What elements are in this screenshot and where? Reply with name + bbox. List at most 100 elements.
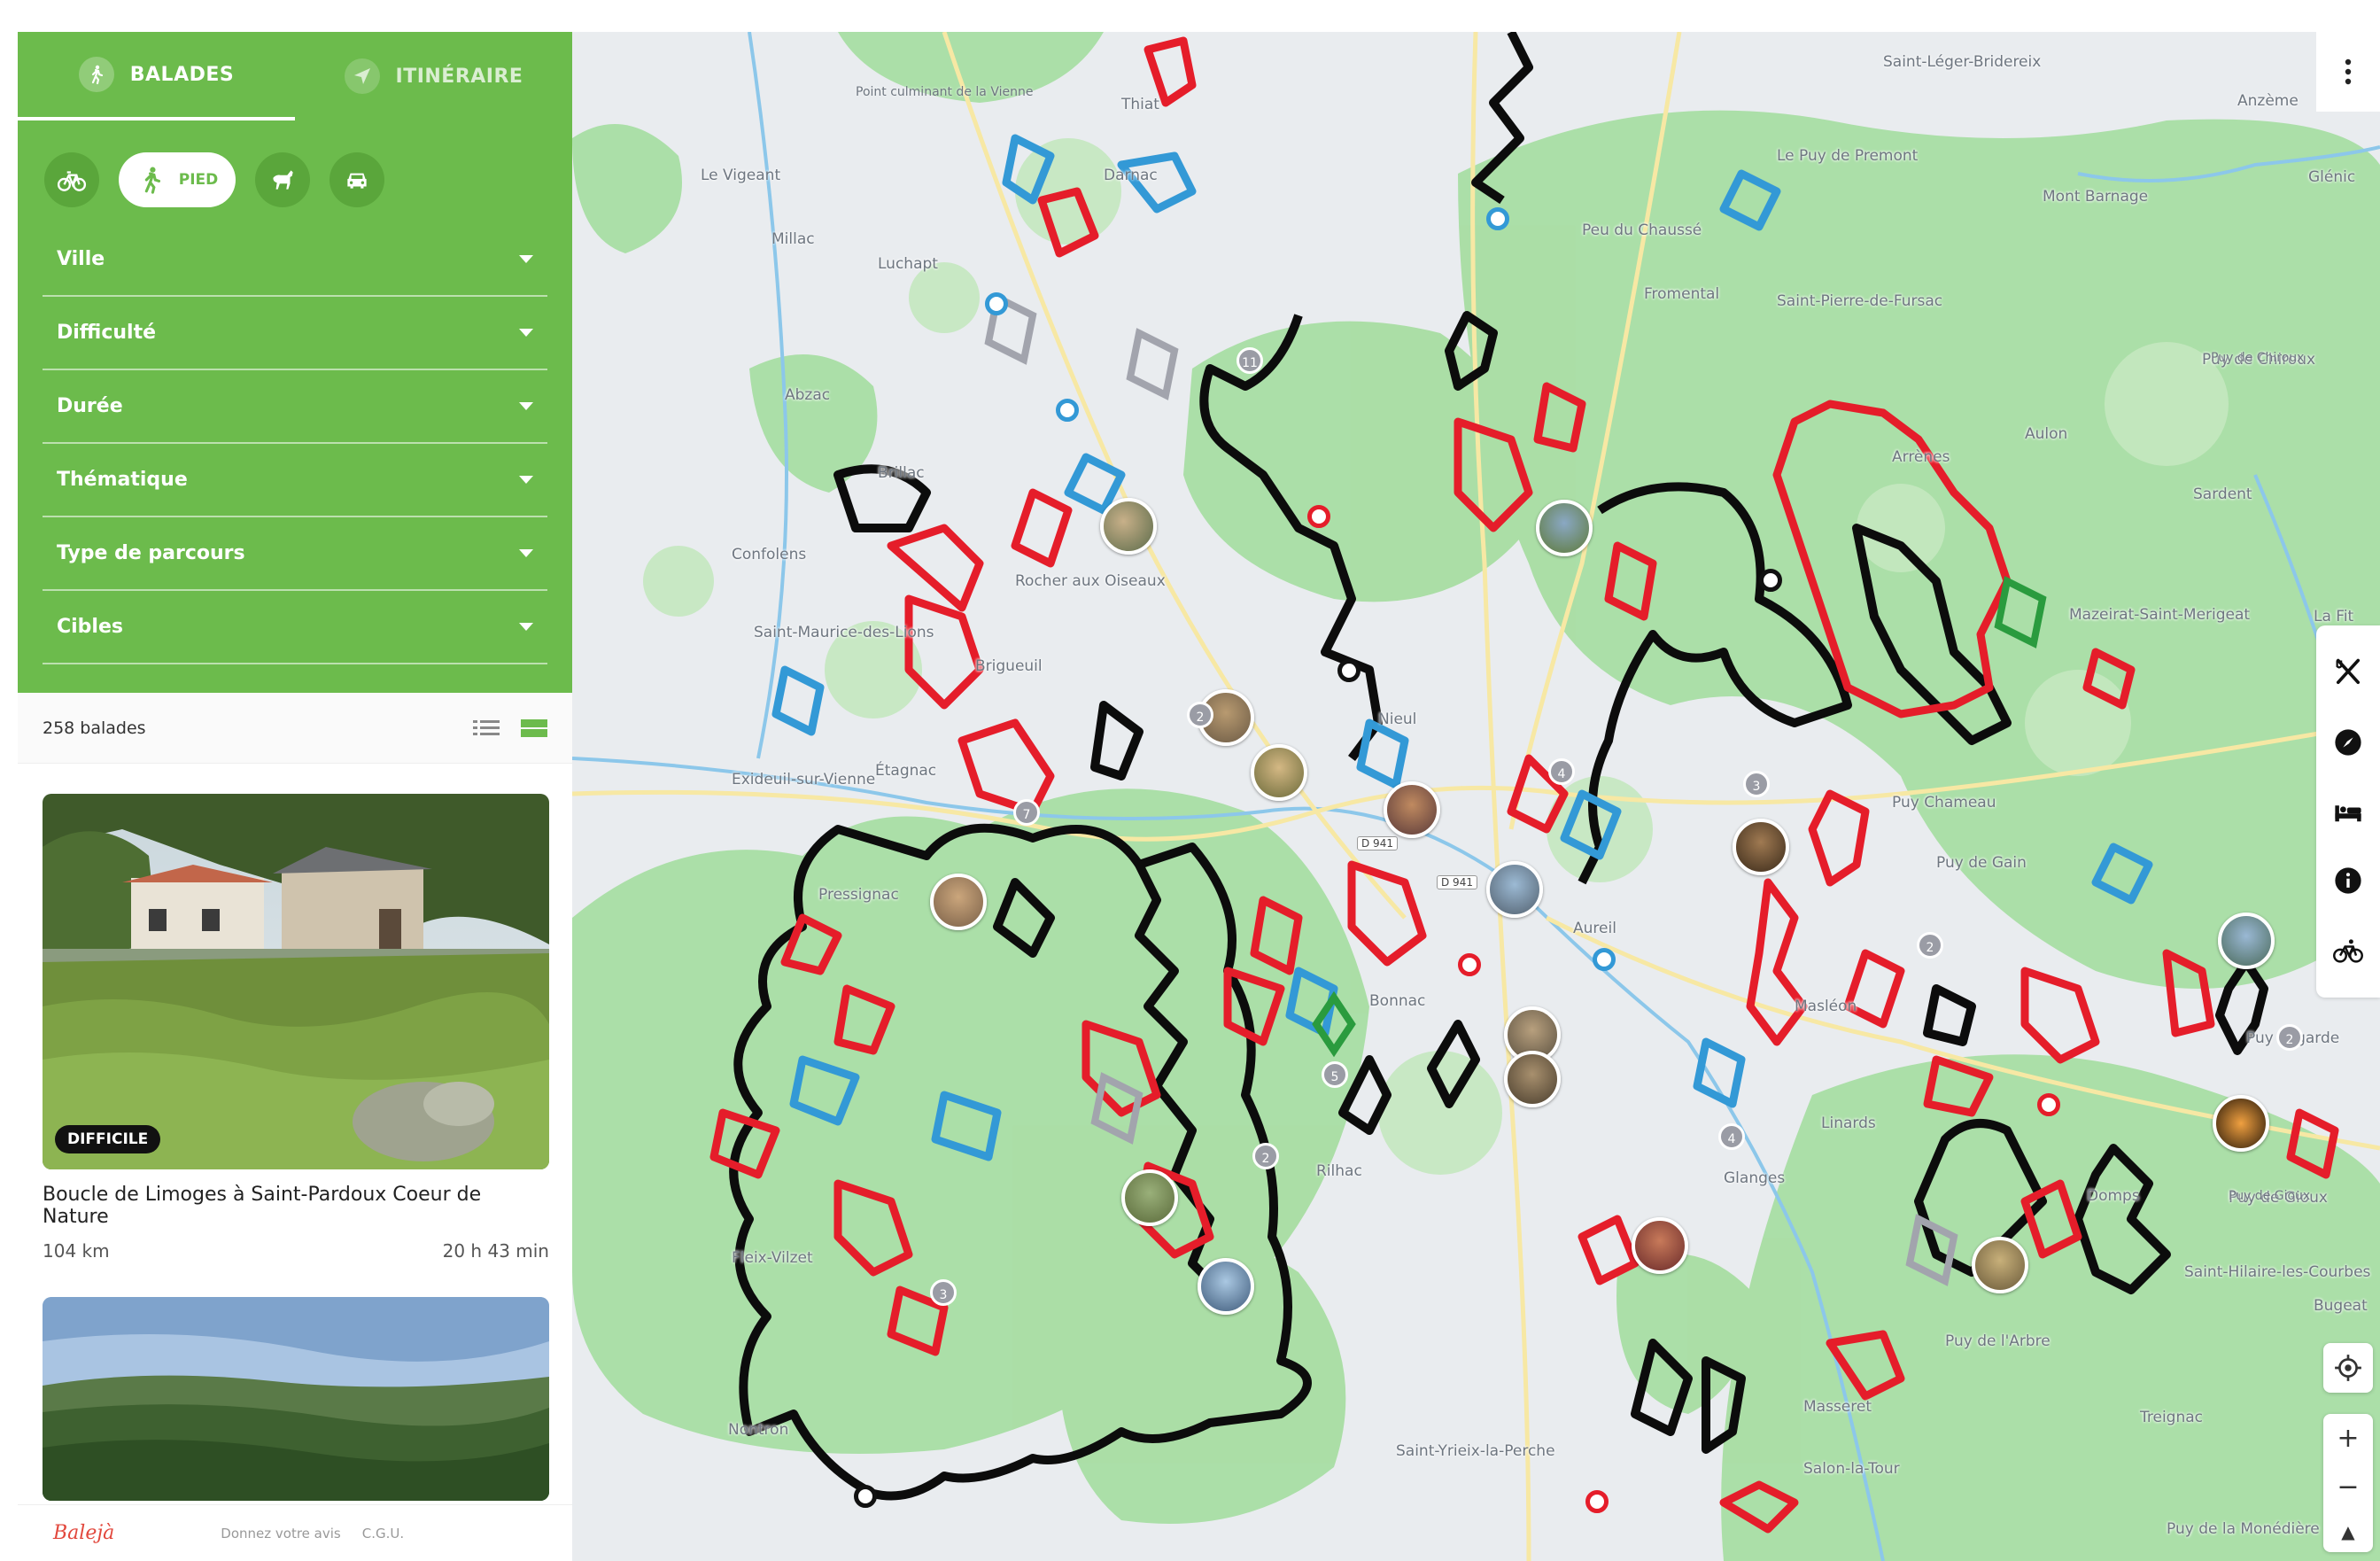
place-label: Anzème	[2237, 92, 2299, 110]
filter-ville[interactable]: Ville	[43, 223, 547, 297]
walk-photo-marker[interactable]	[2218, 913, 2275, 969]
walk-photo-marker[interactable]	[1504, 1051, 1561, 1107]
transport-bike-button[interactable]	[44, 152, 99, 207]
filter-difficulte[interactable]: Difficulté	[43, 297, 547, 370]
filter-cibles[interactable]: Cibles	[43, 591, 547, 664]
trail-cluster[interactable]: 2	[1252, 1143, 1279, 1169]
trail-start-marker[interactable]	[1307, 505, 1330, 528]
place-label: Fromental	[1644, 285, 1720, 303]
trail-cluster[interactable]: 2	[1917, 932, 1943, 959]
place-label: Luchapt	[878, 255, 938, 273]
feedback-link[interactable]: Donnez votre avis	[221, 1525, 341, 1542]
cycling-button[interactable]	[2328, 930, 2368, 971]
filter-label: Thématique	[57, 469, 188, 491]
compass-button[interactable]	[2328, 722, 2368, 763]
map-canvas	[572, 32, 2380, 1561]
place-label: Exideuil-sur-Vienne	[732, 771, 876, 788]
place-label: Fleix-Vilzet	[732, 1249, 813, 1267]
transport-foot-button[interactable]: PIED	[119, 152, 236, 207]
trail-cluster[interactable]: 4	[1548, 758, 1575, 785]
walk-photo-marker[interactable]	[1486, 861, 1543, 918]
tab-itineraire[interactable]: ITINÉRAIRE	[295, 32, 572, 120]
forest-areas	[572, 32, 2380, 1561]
trail-start-marker[interactable]	[2037, 1093, 2060, 1116]
place-label: Masléon	[1795, 998, 1857, 1015]
place-label: Brillac	[878, 464, 925, 482]
site-logo[interactable]: Balejà	[53, 1522, 115, 1544]
walk-photo-marker[interactable]	[930, 874, 987, 930]
walk-photo-marker[interactable]	[1100, 498, 1157, 555]
restaurant-button[interactable]	[2328, 652, 2368, 693]
place-label: Bugeat	[2314, 1297, 2368, 1315]
place-label: Saint-Maurice-des-Lions	[754, 624, 934, 641]
walk-photo-marker[interactable]	[1121, 1169, 1178, 1226]
trail-cluster[interactable]: 2	[1187, 702, 1213, 728]
reset-north-button[interactable]: ▲	[2341, 1521, 2355, 1543]
walk-photo-marker[interactable]	[1733, 819, 1789, 875]
trail-start-marker[interactable]	[1337, 659, 1361, 682]
info-button[interactable]	[2328, 860, 2368, 901]
trail-start-marker[interactable]	[1593, 948, 1616, 971]
locate-me-button[interactable]	[2323, 1343, 2373, 1393]
walk-photo-marker[interactable]	[1198, 1258, 1254, 1315]
place-label: Puy de l'Arbre	[1945, 1332, 2051, 1350]
trail-start-marker[interactable]	[1056, 399, 1079, 422]
bed-icon	[2335, 805, 2361, 822]
trail-cluster[interactable]: 11	[1237, 347, 1263, 374]
walk-photo-marker[interactable]	[1632, 1217, 1688, 1274]
chevron-down-icon	[519, 402, 533, 410]
card-view-icon[interactable]	[521, 718, 547, 738]
road-shield: D 941	[1357, 836, 1398, 850]
trail-start-marker[interactable]	[985, 292, 1008, 315]
place-label: Étagnac	[875, 762, 937, 780]
zoom-in-button[interactable]: +	[2337, 1422, 2360, 1454]
filter-type-parcours[interactable]: Type de parcours	[43, 517, 547, 591]
trails-green	[1312, 576, 2047, 1058]
cgu-link[interactable]: C.G.U.	[361, 1525, 405, 1542]
tab-balades-label: BALADES	[129, 63, 235, 86]
place-label: Rocher aux Oiseaux	[1015, 572, 1166, 590]
place-label: Puy de Chiroux	[2202, 351, 2316, 369]
more-vertical-icon	[2345, 58, 2352, 85]
map-view[interactable]: Saint-Léger-Bridereix Thiat Le Vigeant D…	[572, 32, 2380, 1561]
walk-photo-marker[interactable]	[1384, 781, 1440, 838]
walk-card[interactable]: DIFFICILE Boucle de Limoges à Saint-Pard…	[43, 794, 549, 1262]
place-label: Salon-la-Tour	[1803, 1460, 1900, 1478]
trail-cluster[interactable]: 7	[1013, 799, 1040, 826]
trail-start-marker[interactable]	[1486, 207, 1509, 230]
place-label: Saint-Léger-Bridereix	[1883, 53, 2042, 71]
info-icon	[2335, 867, 2361, 894]
walk-card[interactable]	[43, 1297, 549, 1501]
transport-car-button[interactable]	[329, 152, 384, 207]
trail-cluster[interactable]: 3	[1743, 771, 1770, 797]
trails-black	[729, 32, 2268, 1501]
car-icon	[347, 173, 367, 189]
filter-duree[interactable]: Durée	[43, 370, 547, 444]
filter-thematique[interactable]: Thématique	[43, 444, 547, 517]
trail-cluster[interactable]: 5	[1322, 1061, 1348, 1088]
bicycle-icon	[57, 171, 87, 191]
walk-photo-marker[interactable]	[2213, 1095, 2269, 1152]
trail-cluster[interactable]: 4	[1718, 1123, 1745, 1150]
place-label: Saint-Pierre-de-Fursac	[1777, 292, 1943, 310]
trail-start-marker[interactable]	[1759, 569, 1782, 592]
place-label: Mont Barnage	[2043, 188, 2149, 206]
place-label: Le Puy de Premont	[1777, 147, 1919, 165]
walk-photo-marker[interactable]	[1251, 744, 1307, 801]
lodging-button[interactable]	[2328, 791, 2368, 832]
trail-start-marker[interactable]	[854, 1485, 877, 1508]
walk-photo-marker[interactable]	[1972, 1237, 2028, 1293]
transport-horse-button[interactable]	[255, 152, 310, 207]
place-label: Millac	[771, 230, 815, 248]
trail-cluster[interactable]: 3	[930, 1279, 957, 1306]
walk-photo-marker[interactable]	[1536, 500, 1593, 556]
trail-start-marker[interactable]	[1585, 1490, 1609, 1513]
tab-balades[interactable]: BALADES	[18, 32, 295, 120]
zoom-out-button[interactable]: −	[2337, 1471, 2360, 1503]
list-view-icon[interactable]	[473, 718, 500, 738]
more-options-button[interactable]	[2316, 32, 2380, 112]
trail-cluster[interactable]: 2	[2276, 1024, 2303, 1051]
road-shield: D 941	[1437, 875, 1477, 889]
trail-start-marker[interactable]	[1458, 953, 1481, 976]
